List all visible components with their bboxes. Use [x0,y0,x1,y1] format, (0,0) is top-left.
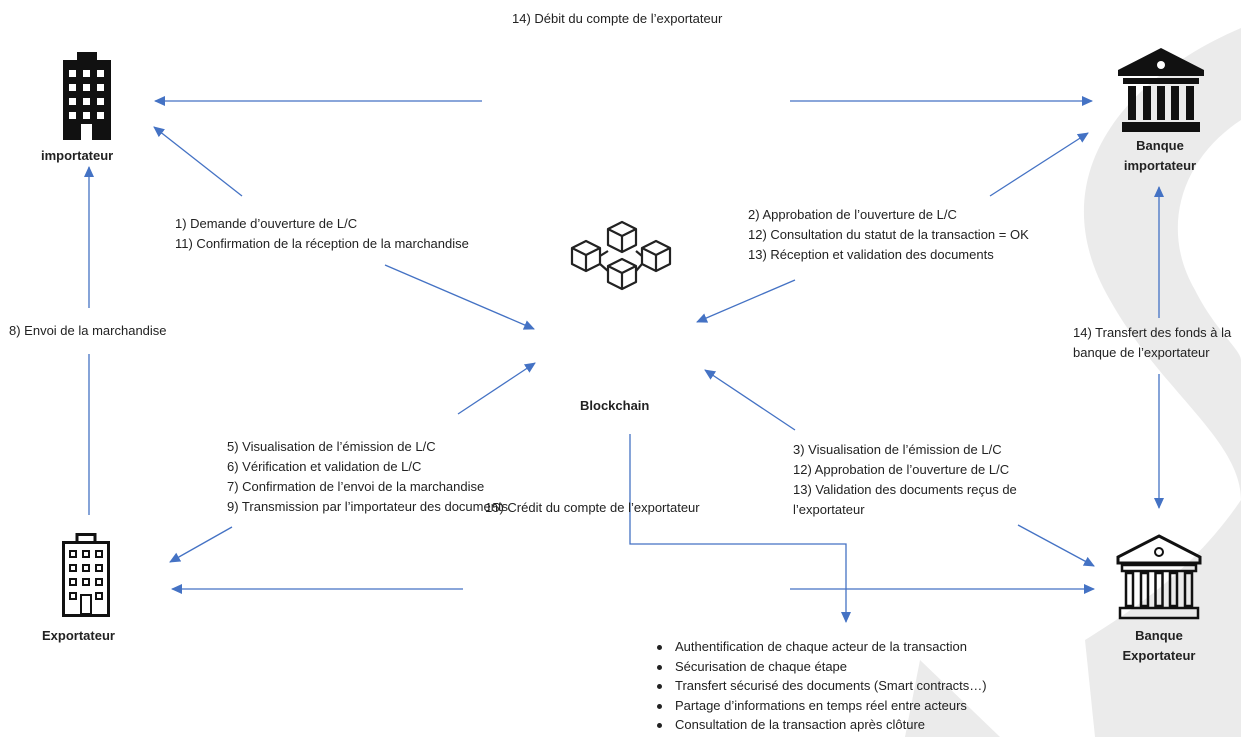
list-item: Authentification de chaque acteur de la … [657,637,987,657]
office-building-icon [63,52,111,140]
importer-bank-label: Banque importateur [1123,138,1197,173]
bank-icon [1116,534,1202,620]
arrow-to-blockchain-from-exporter-bank [704,369,796,431]
arrow-to-exporter-bank [1017,524,1095,567]
list-item: Transfert sécurisé des documents (Smart … [657,676,987,696]
list-item: Partage d’informations en temps réel ent… [657,696,987,716]
credit-label: 15) Crédit du compte de l’exportateur [485,500,700,515]
bank-icon [1118,48,1204,132]
exporter-bank-steps: 3) Visualisation de l’émission de L/C 12… [793,442,1017,517]
importer-bank-steps: 2) Approbation de l’ouverture de L/C 12)… [748,207,1029,262]
arrow-to-blockchain-from-importer-bank [696,279,796,323]
list-item: Consultation de la transaction après clô… [657,715,987,735]
blockchain-label: Blockchain [580,398,650,413]
shipping-label: 8) Envoi de la marchandise [9,323,167,338]
importer-steps: 1) Demande d’ouverture de L/C 11) Confir… [175,216,469,251]
arrow-to-blockchain-from-importer [384,264,535,330]
arrow-to-importer-bank [989,132,1089,197]
arrow-to-exporter [169,526,233,563]
arrow-blockchain-to-benefits [629,434,851,623]
arrow-to-importer [153,126,243,197]
exporter-bank-label: Banque Exportateur [1122,628,1196,663]
transfer-label: 14) Transfert des fonds à la banque de l… [1073,325,1232,360]
importer-label: importateur [41,148,114,163]
benefits-list: Authentification de chaque acteur de la … [655,637,987,735]
exporter-label: Exportateur [42,628,115,643]
list-item: Sécurisation de chaque étape [657,657,987,677]
arrow-to-blockchain-from-exporter [457,362,536,415]
top-debit-label: 14) Débit du compte de l’exportateur [512,11,723,26]
office-building-icon [62,533,110,617]
blockchain-cubes-icon [570,220,672,291]
exporter-steps: 5) Visualisation de l’émission de L/C 6)… [227,439,509,514]
